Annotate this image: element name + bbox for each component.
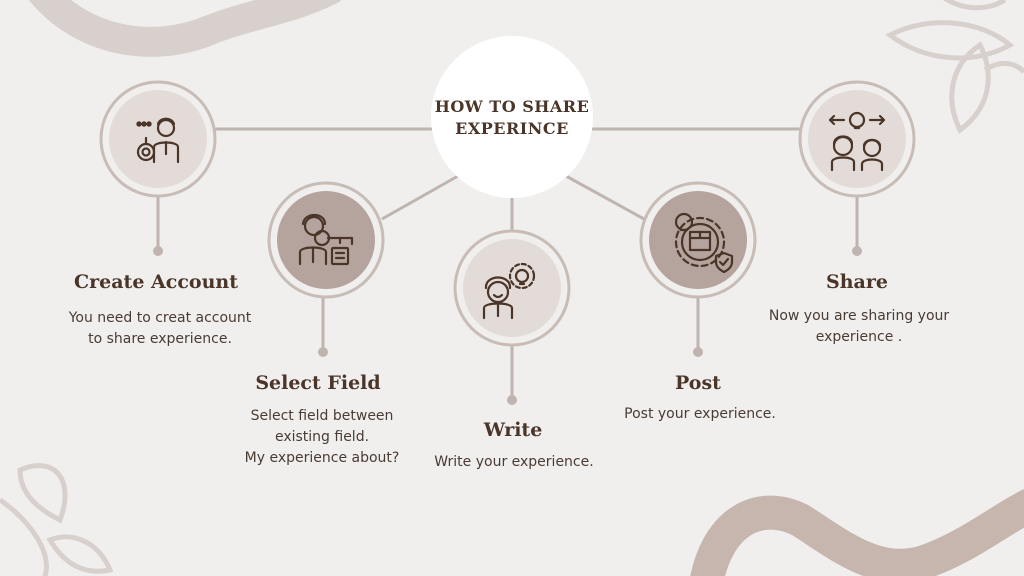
step-title-post: Post xyxy=(675,372,721,394)
stem-dot-share xyxy=(852,246,862,256)
stem-dot-select-field xyxy=(318,347,328,357)
decor-leaves-top-right xyxy=(885,0,1024,134)
node-post xyxy=(639,181,757,299)
step-desc-line: existing field. xyxy=(274,429,370,445)
step-desc-line: My experience about? xyxy=(244,450,400,466)
step-desc-write: Write your experience. xyxy=(434,452,593,473)
step-desc-line: Write your experience. xyxy=(434,454,594,470)
step-desc-line: You need to creat account xyxy=(68,310,252,326)
connector-post xyxy=(565,174,645,221)
step-desc-line: Select field between xyxy=(250,408,394,424)
step-desc-select-field: Select field between existing field. My … xyxy=(245,406,400,469)
step-desc-post: Post your experience. xyxy=(624,404,776,425)
step-title-select-field: Select Field xyxy=(255,372,381,394)
node-share xyxy=(798,80,916,198)
people-sharing-idea-icon xyxy=(828,111,886,172)
center-circle xyxy=(431,36,593,198)
step-title-share: Share xyxy=(826,271,888,293)
step-desc-line: to share experience. xyxy=(88,331,232,347)
person-with-idea-gear-icon xyxy=(482,262,536,320)
decor-leaves-bottom-left xyxy=(0,463,114,576)
stem-dot-write xyxy=(507,395,517,405)
stem-dot-post xyxy=(693,347,703,357)
node-create-account xyxy=(99,80,217,198)
diagram-title-line2: EXPERINCE xyxy=(455,119,569,138)
gear-box-shield-icon xyxy=(674,212,734,274)
diagram-title-line1: HOW TO SHARE xyxy=(434,97,590,116)
decor-swirl-top-left xyxy=(28,0,342,57)
step-desc-line: Now you are sharing your xyxy=(768,308,950,324)
stem-dot-create-account xyxy=(153,246,163,256)
node-select-field xyxy=(267,181,385,299)
step-title-create-account: Create Account xyxy=(74,271,238,293)
step-desc-line: Post your experience. xyxy=(624,406,776,422)
step-desc-create-account: You need to creat account to share exper… xyxy=(69,308,252,350)
diagram-title: HOW TO SHARE EXPERINCE xyxy=(427,96,597,140)
step-desc-share: Now you are sharing your experience . xyxy=(769,306,949,348)
decor-swirl-bottom-right xyxy=(690,489,1024,576)
person-with-magnifier-icon xyxy=(298,213,354,266)
node-write xyxy=(453,229,571,347)
step-title-write: Write xyxy=(483,419,543,441)
person-with-key-icon xyxy=(136,117,180,164)
step-desc-line: experience . xyxy=(815,329,903,345)
connector-select-field xyxy=(381,174,459,221)
